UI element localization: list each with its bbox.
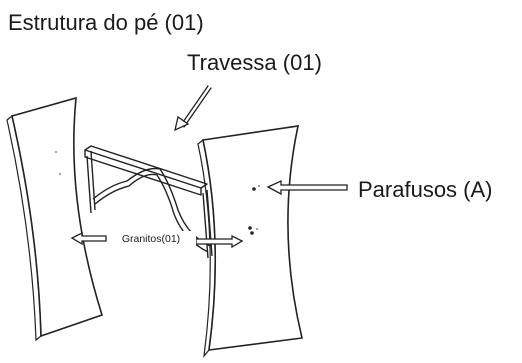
crossbar-pointer-arrow [174, 85, 212, 132]
screws-pointer-arrow [266, 179, 348, 196]
left-hole-upper [54, 150, 58, 154]
label-foot-structure: Estrutura do pé (01) [8, 10, 204, 35]
label-screws: Parafusos (A) [358, 177, 493, 202]
left-foot-panel [6, 96, 103, 342]
screw-hole-lower-2 [250, 231, 254, 235]
label-granites: Granitos(01) [122, 233, 180, 245]
right-foot-panel [197, 125, 303, 358]
label-crossbar: Travessa (01) [187, 50, 322, 75]
screw-hole-lower-1 [248, 226, 252, 230]
left-hole-lower [58, 172, 62, 176]
screw-hole-upper [252, 187, 256, 191]
granites-double-arrow: Granitos(01) [70, 231, 244, 249]
